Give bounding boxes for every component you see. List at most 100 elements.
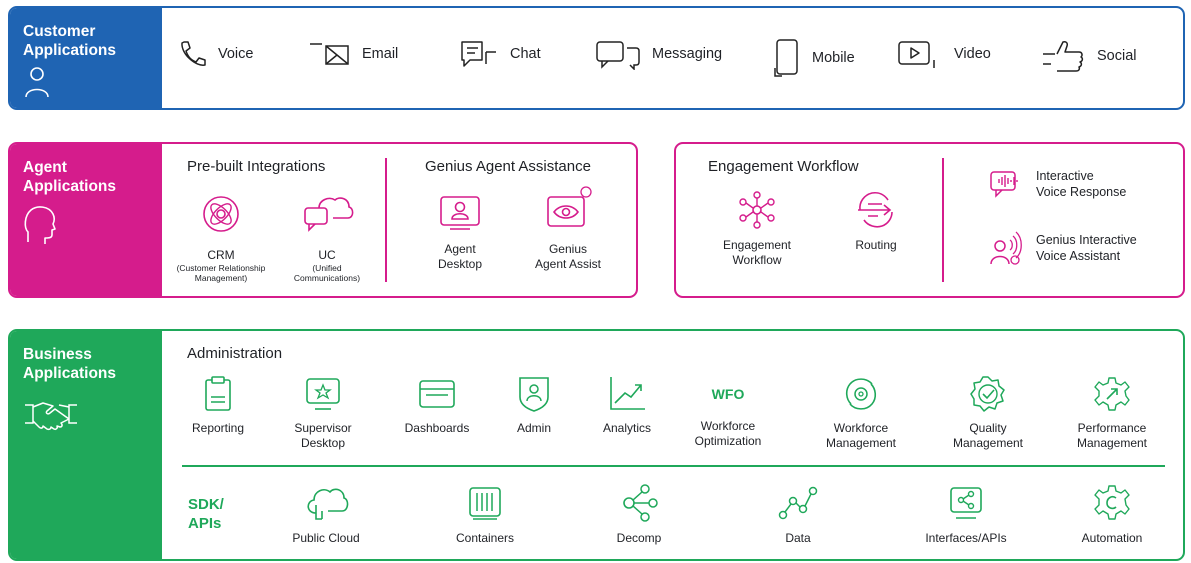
interactive-voice-response[interactable]: Interactive Voice Response — [988, 168, 1126, 200]
assistance-label: Agent Desktop — [437, 242, 483, 271]
eye-screen-icon — [547, 186, 592, 227]
admin-label: Dashboards — [404, 421, 470, 435]
ivr-label: Interactive Voice Response — [1036, 169, 1127, 199]
channel-video[interactable]: Video — [896, 38, 991, 70]
business-applications-header: Business Applications — [10, 331, 162, 559]
genius-agent-assistance-title: Genius Agent Assistance — [425, 158, 591, 175]
admin-label: Workforce Optimization — [694, 419, 762, 448]
customer-applications-title: Customer Applications — [23, 23, 117, 59]
crm-icon — [203, 196, 239, 232]
channel-label: Messaging — [652, 46, 723, 62]
channel-social[interactable]: Social — [1041, 38, 1137, 74]
admin-label: Reporting — [191, 421, 245, 435]
admin-supervisor-desktop[interactable]: Supervisor Desktop — [278, 375, 368, 451]
channel-label: Social — [1097, 48, 1137, 64]
admin-workforce-management[interactable]: Workforce Management — [806, 375, 916, 451]
prebuilt-integrations-title: Pre-built Integrations — [187, 158, 326, 175]
analytics-icon — [610, 377, 645, 410]
section-divider — [942, 158, 944, 282]
cloud-icon — [307, 488, 349, 520]
messaging-icon — [596, 41, 640, 70]
video-icon — [898, 41, 935, 68]
gear-cycle-icon — [845, 378, 877, 410]
admin-label: Analytics — [602, 421, 652, 435]
workflow-label: Engagement Workflow — [722, 238, 792, 267]
admin-reporting[interactable]: Reporting — [180, 375, 256, 436]
admin-label: Performance Management — [1076, 421, 1148, 450]
interfaces-icon — [950, 487, 982, 519]
performance-gear-icon — [1094, 377, 1130, 411]
channel-label: Chat — [510, 46, 541, 62]
routing[interactable]: Routing — [826, 190, 926, 253]
admin-workforce-optimization[interactable]: WFO Workforce Optimization — [674, 377, 782, 449]
channel-email[interactable]: Email — [308, 38, 398, 70]
agent-applications-panel: Agent Applications Pre-built Integration… — [8, 142, 638, 298]
sdk-interfaces-apis[interactable]: Interfaces/APIs — [908, 483, 1024, 546]
genius-agent-assist[interactable]: Genius Agent Assist — [516, 186, 620, 272]
channel-label: Video — [954, 46, 991, 62]
sdk-label: Containers — [455, 531, 515, 545]
engagement-workflow-panel: Engagement Workflow Engagement Workflow … — [674, 142, 1185, 298]
sdk-label: Public Cloud — [292, 531, 360, 545]
sdk-label: Interfaces/APIs — [925, 531, 1007, 545]
sdk-label: Automation — [1081, 531, 1143, 545]
admin-quality-management[interactable]: Quality Management — [938, 375, 1038, 451]
admin-admin[interactable]: Admin — [504, 375, 564, 436]
decomp-icon — [623, 484, 658, 522]
integration-uc[interactable]: UC (Unified Communications) — [267, 194, 387, 283]
sdk-data[interactable]: Data — [768, 483, 828, 546]
voice-assistant-icon — [990, 231, 1022, 265]
sdk-label: Data — [785, 531, 811, 545]
clipboard-icon — [205, 376, 231, 411]
email-icon — [310, 43, 349, 65]
sdk-apis-title: SDK/ APIs — [188, 496, 224, 532]
wfo-badge: WFO — [711, 386, 745, 402]
chat-icon — [461, 41, 496, 67]
channel-label: Email — [362, 46, 399, 62]
integration-label: UC — [318, 248, 336, 262]
agent-desktop[interactable]: Agent Desktop — [410, 194, 510, 272]
admin-label: Workforce Management — [825, 421, 897, 450]
sdk-public-cloud[interactable]: Public Cloud — [278, 483, 374, 546]
data-icon — [778, 486, 818, 520]
integration-crm[interactable]: CRM (Customer Relationship Management) — [161, 194, 281, 283]
customer-applications-panel: Customer Applications Voice Email Chat M… — [8, 6, 1185, 110]
channel-voice[interactable]: Voice — [176, 38, 253, 70]
business-applications-title: Business Applications — [23, 346, 117, 382]
channel-label: Voice — [218, 46, 254, 62]
admin-performance-management[interactable]: Performance Management — [1062, 375, 1162, 451]
ivr-label: Genius Interactive Voice Assistant — [1036, 233, 1137, 263]
sdk-containers[interactable]: Containers — [442, 483, 528, 546]
agent-desktop-icon — [440, 196, 480, 230]
integration-sublabel: (Customer Relationship Management) — [176, 263, 266, 283]
administration-title: Administration — [187, 345, 283, 362]
phone-icon — [181, 41, 206, 66]
container-icon — [469, 487, 501, 520]
admin-analytics[interactable]: Analytics — [587, 375, 667, 436]
handshake-icon — [25, 402, 77, 431]
admin-label: Quality Management — [952, 421, 1024, 450]
channel-chat[interactable]: Chat — [458, 38, 541, 70]
quality-badge-icon — [970, 376, 1005, 412]
business-applications-panel: Business Applications Administration Rep… — [8, 329, 1185, 561]
channel-messaging[interactable]: Messaging — [594, 38, 722, 70]
assistance-label: Genius Agent Assist — [534, 242, 602, 271]
network-icon — [739, 191, 775, 229]
channel-mobile[interactable]: Mobile — [772, 38, 855, 78]
person-icon — [25, 67, 49, 98]
thumbs-up-icon — [1043, 41, 1084, 72]
sdk-label: Decomp — [616, 531, 662, 545]
ivr-icon — [990, 171, 1018, 198]
mobile-icon — [774, 39, 798, 77]
section-divider — [182, 465, 1165, 467]
sdk-automation[interactable]: Automation — [1066, 483, 1158, 546]
agent-applications-title: Agent Applications — [23, 159, 117, 195]
genius-interactive-voice-assistant[interactable]: Genius Interactive Voice Assistant — [988, 230, 1137, 266]
engagement-workflow-title: Engagement Workflow — [708, 158, 859, 175]
sdk-decomp[interactable]: Decomp — [602, 483, 676, 546]
supervisor-desktop-icon — [306, 378, 340, 410]
engagement-workflow[interactable]: Engagement Workflow — [702, 190, 812, 268]
admin-dashboards[interactable]: Dashboards — [392, 375, 482, 436]
integration-sublabel: (Unified Communications) — [293, 263, 361, 283]
integration-label: CRM — [207, 248, 235, 262]
